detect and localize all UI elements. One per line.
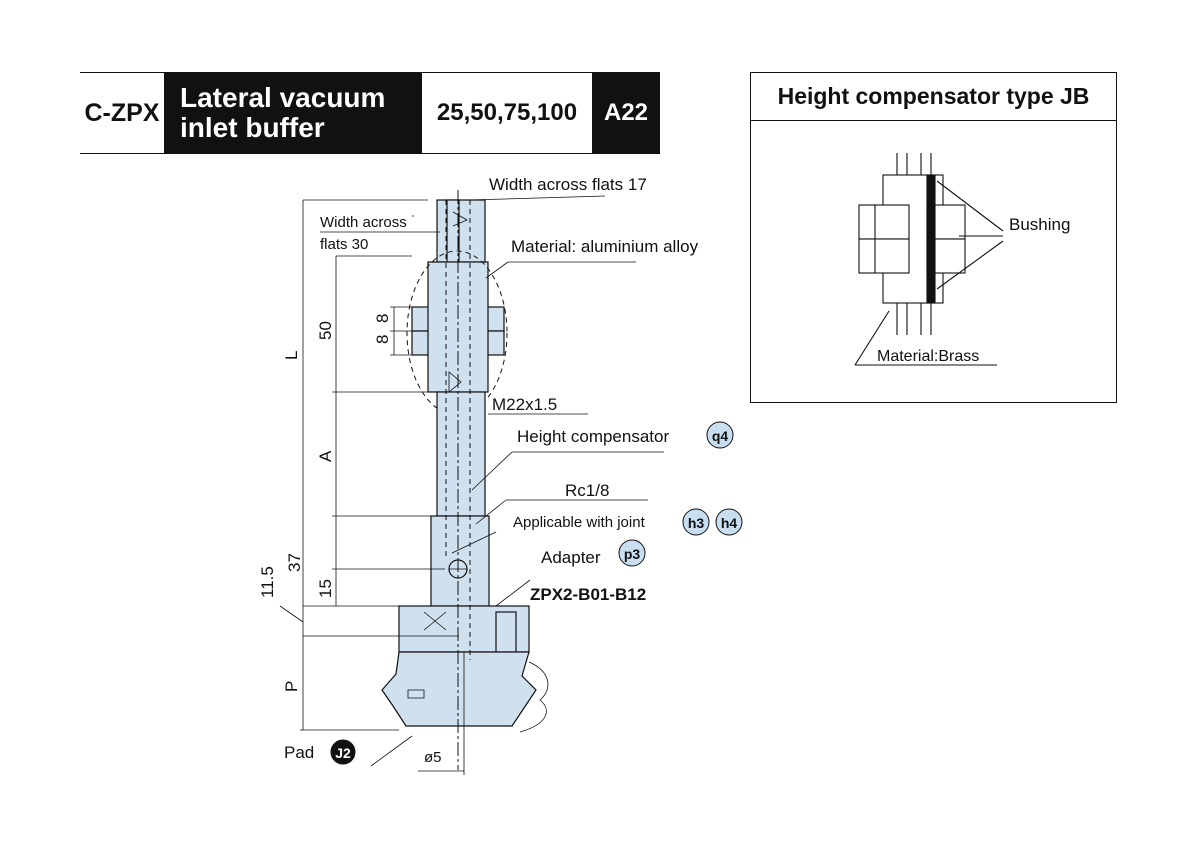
dim-L: L <box>282 351 301 360</box>
material-label: Material: aluminium alloy <box>511 237 699 256</box>
thread-label: M22x1.5 <box>492 395 557 414</box>
part-number: ZPX2-B01-B12 <box>530 585 646 604</box>
width-across-label-2: flats 30 <box>320 236 368 253</box>
bushing-label: Bushing <box>1009 215 1070 234</box>
dim-15: 15 <box>316 579 335 598</box>
lower-shaft <box>436 391 486 517</box>
rod-inner <box>446 199 460 263</box>
dim-37: 37 <box>285 553 304 572</box>
port-label: Rc1/8 <box>565 481 609 500</box>
inset-material-label: Material:Brass <box>877 348 979 365</box>
svg-text:q4: q4 <box>712 428 729 444</box>
top-rod <box>436 199 486 263</box>
dim-50: 50 <box>316 321 335 340</box>
page-reference: A22 <box>592 72 660 154</box>
inset-drawing: Bushing Material:Brass <box>854 153 1070 366</box>
width-flats-17-label: Width across flats 17 <box>489 175 647 194</box>
threaded-body <box>427 261 489 393</box>
series-code: C-ZPX <box>80 72 164 154</box>
svg-text:h4: h4 <box>721 515 738 531</box>
pad-ref-badge: J2 <box>330 739 356 765</box>
bellows-pad <box>381 651 537 727</box>
svg-text:h3: h3 <box>688 515 705 531</box>
adapter-label: Adapter <box>541 548 601 567</box>
detail-ellipse <box>406 250 508 416</box>
dim-8a: 8 <box>373 314 392 323</box>
width-across-label-1: Width across <box>320 214 407 231</box>
adapter-ref-badge: p3 <box>618 539 646 567</box>
joint-ref-badge-1: h3 <box>682 508 710 536</box>
inset-panel: Height compensator type JB Bushing Mater… <box>750 72 1117 403</box>
height-compensator-label: Height compensator <box>517 427 669 446</box>
dim-11-5: 11.5 <box>258 566 277 598</box>
lower-block <box>398 605 530 653</box>
joint-ref-badge-2: h4 <box>715 508 743 536</box>
stroke-list: 25,50,75,100 <box>422 72 592 154</box>
height-compensator-ref-badge: q4 <box>706 421 734 449</box>
dim-A: A <box>316 450 335 462</box>
product-description: Lateral vacuum inlet buffer <box>164 72 422 154</box>
inset-title: Height compensator type JB <box>751 73 1116 121</box>
pad-label: Pad <box>284 743 314 762</box>
description-line-2: inlet buffer <box>180 112 325 143</box>
dim-8b: 8 <box>373 335 392 344</box>
dim-P: P <box>282 681 301 692</box>
svg-text:p3: p3 <box>624 546 641 562</box>
adapter-body <box>430 515 490 607</box>
diameter-label: ø5 <box>424 749 442 766</box>
svg-text:J2: J2 <box>335 745 351 761</box>
joint-label: Applicable with joint <box>513 514 646 531</box>
description-line-1: Lateral vacuum <box>180 82 386 113</box>
